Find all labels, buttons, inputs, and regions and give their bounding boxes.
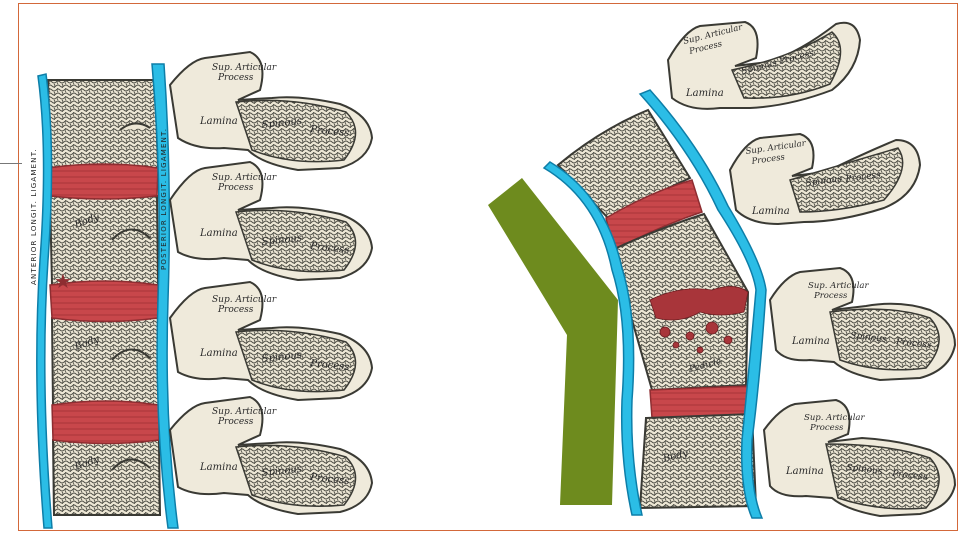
sup-articular-label: Sup. Articular <box>808 281 869 291</box>
process-label: Process <box>217 417 254 427</box>
process-label: Process <box>217 183 254 193</box>
star-icon: ★ <box>54 269 72 293</box>
process-label: Process <box>813 291 848 301</box>
left-normal-spine: ★ ANTERIOR LONGIT. LIGAMENT. POSTERIOR L… <box>30 52 372 528</box>
intervertebral-disc-3 <box>52 401 159 444</box>
lamina-label: Lamina <box>199 228 238 239</box>
sup-articular-label: Sup. Articular <box>212 63 277 73</box>
lamina-label: Lamina <box>791 336 830 347</box>
vertebral-body-3 <box>52 318 159 405</box>
sup-articular-label: Sup. Articular <box>804 413 865 423</box>
lamina-label: Lamina <box>199 116 238 127</box>
intervertebral-disc-lower <box>650 386 750 418</box>
process-label: Process <box>809 423 844 433</box>
anterior-ligament-label: ANTERIOR LONGIT. LIGAMENT. <box>30 148 38 285</box>
lamina-label: Lamina <box>785 466 824 477</box>
posterior-ligament-label: POSTERIOR LONGIT. LIGAMENT. <box>160 128 168 270</box>
lamina-label: Lamina <box>751 206 790 217</box>
process-label: Process <box>217 305 254 315</box>
lamina-label: Lamina <box>199 348 238 359</box>
vertebral-body-lower <box>640 414 756 508</box>
sup-articular-label: Sup. Articular <box>212 407 277 417</box>
intervertebral-disc-1 <box>48 164 158 199</box>
lamina-label: Lamina <box>685 88 724 99</box>
sup-articular-label: Sup. Articular <box>212 173 277 183</box>
process-label: Process <box>217 73 254 83</box>
sup-articular-label: Sup. Articular <box>212 295 277 305</box>
lamina-label: Lamina <box>199 462 238 473</box>
vertebral-body-4 <box>53 440 160 515</box>
anterior-longitudinal-ligament <box>37 74 52 528</box>
